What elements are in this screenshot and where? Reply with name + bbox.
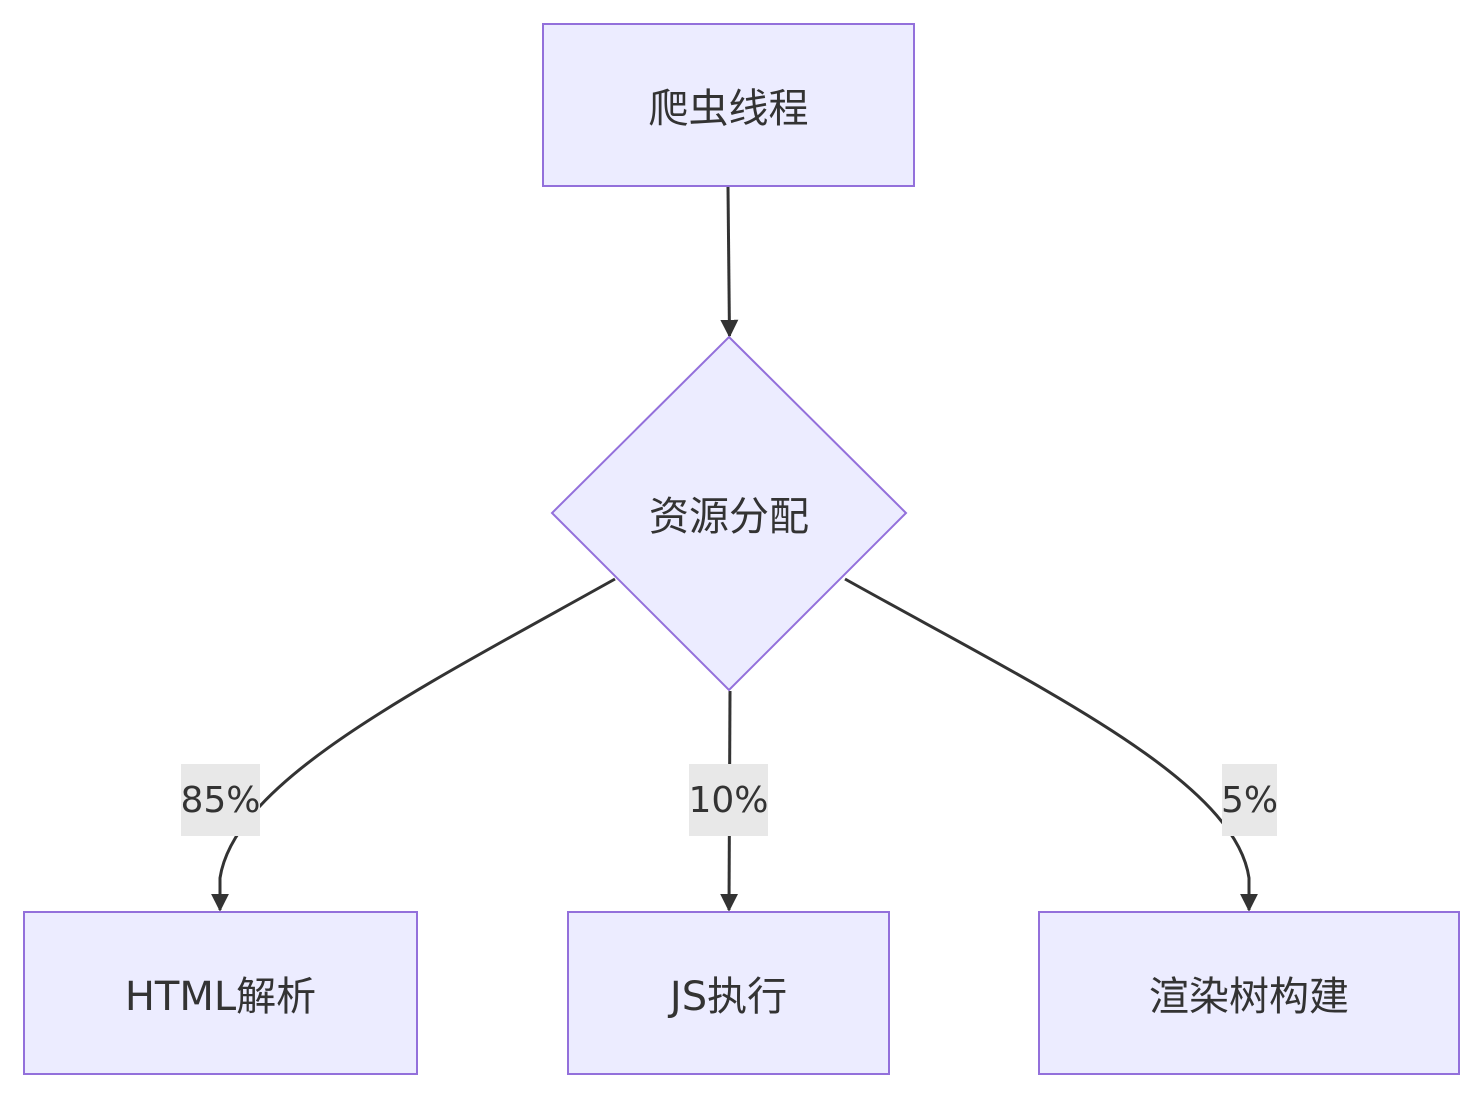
node-render-tree-build: 渲染树构建 [1038,911,1460,1075]
edge-label-js-text: 10% [688,779,769,821]
node-resource-allocation: 资源分配 [551,470,907,556]
edge-allocation-to-render [844,577,1258,912]
edge-allocation-to-html [211,577,616,912]
node-render-tree-build-label: 渲染树构建 [1149,974,1349,1020]
node-html-parsing: HTML解析 [23,911,418,1075]
edge-crawler-to-allocation [720,186,739,338]
node-crawler-thread: 爬虫线程 [542,23,915,187]
node-html-parsing-label: HTML解析 [124,974,317,1020]
edge-label-render-text: 5% [1220,779,1279,821]
edge-label-html-text: 85% [180,779,261,821]
edge-label-js: 10% [688,764,769,836]
node-resource-allocation-label: 资源分配 [649,494,809,540]
edge-label-html: 85% [180,764,261,836]
node-js-execution: JS执行 [567,911,890,1075]
node-js-execution-label: JS执行 [669,974,788,1020]
edge-label-render: 5% [1220,764,1279,836]
node-crawler-thread-label: 爬虫线程 [648,86,809,132]
decision-diamond [550,335,908,692]
